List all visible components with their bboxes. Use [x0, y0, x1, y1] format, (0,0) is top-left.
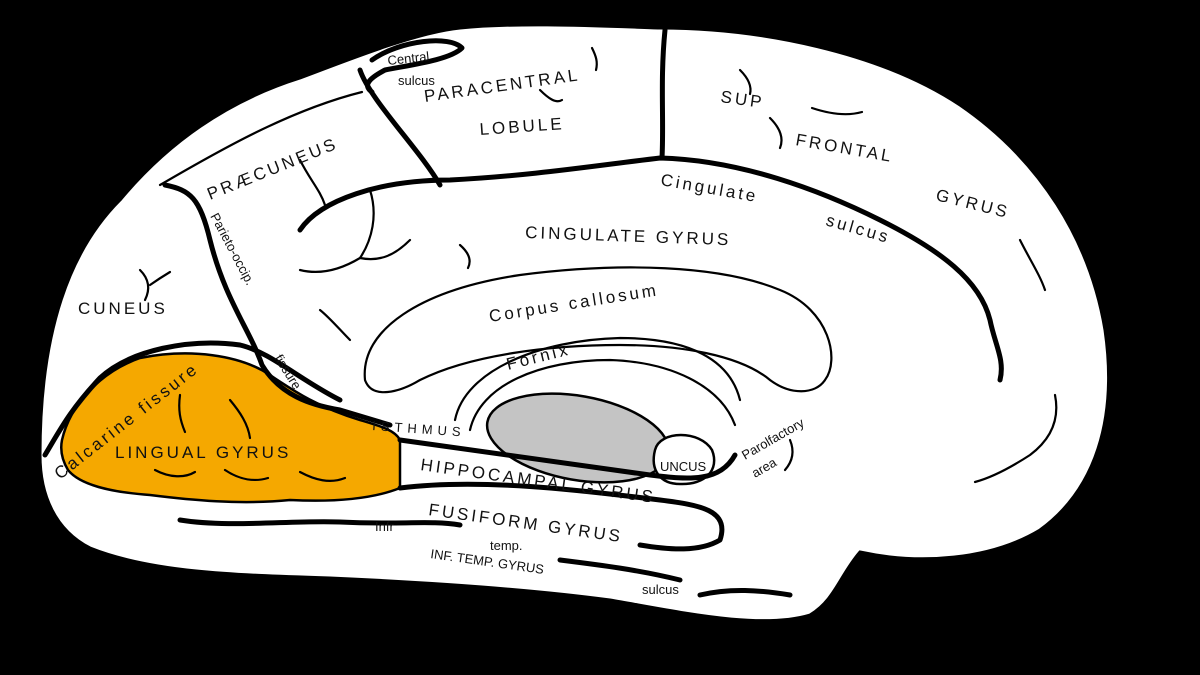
fornix-outline: [468, 358, 737, 432]
sulcus-mark: [458, 243, 471, 270]
parieto-occipital-fissure: [162, 182, 393, 428]
sulcus-mark: [1018, 238, 1047, 292]
sulcus-mark: [148, 270, 172, 287]
sulcus-mark: [298, 158, 327, 207]
sulcus-mark: [138, 268, 150, 302]
uncus-label: UNCUS: [660, 459, 707, 474]
hippocampal-line: [397, 437, 738, 481]
collateral-sulcus: [177, 517, 463, 528]
cingulate-sulcus-line: [297, 155, 1004, 383]
sulcus-mark: [358, 238, 412, 261]
sulcus-mark: [810, 106, 864, 116]
praecuneus-boundary: [158, 90, 364, 187]
corpus-callosum-inner: [453, 336, 742, 422]
sulcus-mark: [318, 308, 352, 342]
sulcus-mark: [783, 438, 794, 472]
inf-temp-sulcus-1: [557, 557, 683, 583]
central-sulcus-line: [365, 38, 465, 95]
central-sulcus-label-2: sulcus: [398, 73, 435, 88]
sulcus-mark: [590, 46, 598, 72]
sulcus-mark: [973, 393, 1058, 484]
temp-label: temp.: [490, 538, 523, 553]
sulcus-mark: [768, 116, 783, 150]
sulcus-mark: [178, 393, 187, 434]
hippocampal-lower-line: [397, 481, 725, 552]
isthmus-label: ISTHMUS: [372, 418, 466, 439]
sulcus-mark: [738, 68, 752, 96]
infr-label: Infr: [375, 519, 394, 534]
paracentral-frontal-boundary: [659, 27, 668, 161]
sulcus-mark: [538, 88, 564, 103]
lingual-gyrus-label: LINGUAL GYRUS: [115, 443, 291, 462]
sulcus-mark: [153, 468, 197, 478]
central-sulcus-label-1: Central: [387, 49, 430, 68]
sulcus-mark: [228, 398, 252, 440]
sulcus-mark: [298, 470, 347, 482]
sulcus-mark: [223, 468, 270, 481]
sulcus-lower-label: sulcus: [642, 582, 679, 597]
corpus-callosum-outline: [363, 266, 833, 394]
paracentral-boundary: [357, 67, 443, 188]
cuneus-label: CUNEUS: [78, 299, 168, 318]
inf-temp-sulcus-2: [697, 588, 793, 598]
calcarine-fissure-line: [42, 340, 343, 458]
